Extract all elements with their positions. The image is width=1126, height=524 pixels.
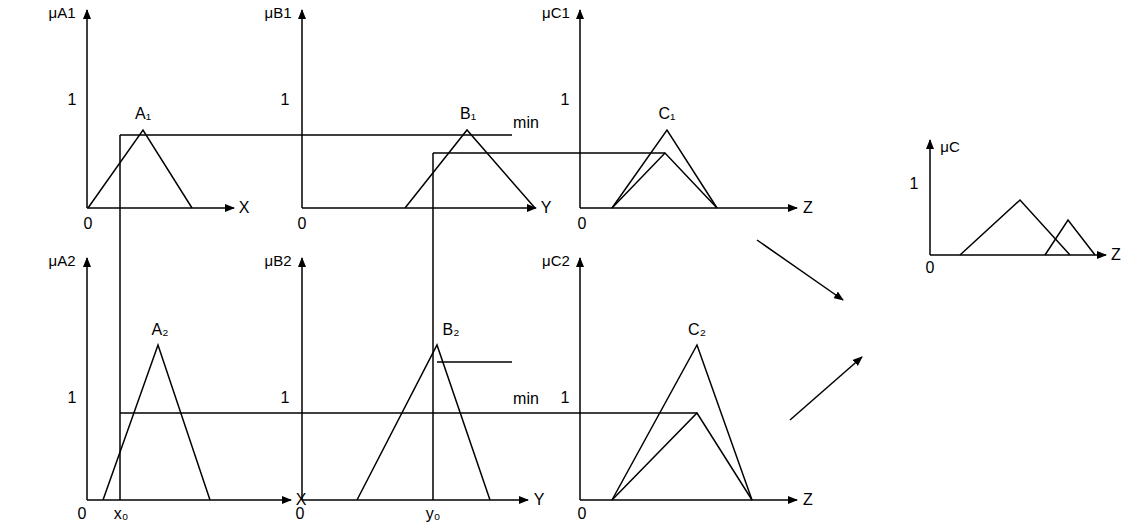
- axis-label: 0: [296, 506, 305, 522]
- axis-label: Y: [541, 200, 552, 216]
- axis-membership-label: μA1: [49, 5, 76, 20]
- axis-label: y₀: [426, 506, 441, 522]
- axis-label: 1: [68, 390, 77, 406]
- axis-membership-label: μC2: [542, 253, 570, 268]
- axis-label: 1: [561, 390, 570, 406]
- axis-membership-label: μA2: [49, 253, 76, 268]
- axis-label: B₁: [460, 106, 476, 122]
- axis-membership-label: μB2: [265, 253, 292, 268]
- axis-label: Z: [803, 200, 813, 216]
- axis-label: A₂: [152, 322, 169, 338]
- axis-label: 1: [68, 92, 77, 108]
- axis-label: 0: [578, 216, 587, 232]
- axis-label: min: [513, 391, 539, 407]
- axis-label: Z: [1111, 247, 1121, 263]
- axis-label: 0: [298, 216, 307, 232]
- axis-label: Z: [803, 492, 813, 508]
- axis-label: 0: [926, 260, 935, 276]
- axis-membership-label: μC: [940, 139, 959, 154]
- axis-label: x₀: [114, 506, 129, 522]
- axis-label: 1: [281, 390, 290, 406]
- axis-label: 1: [561, 92, 570, 108]
- axis-label: 0: [84, 216, 93, 232]
- axis-label: C₁: [659, 106, 676, 122]
- axis-membership-label: μB1: [265, 5, 292, 20]
- axis-label: A₁: [135, 106, 151, 122]
- axis-label: 0: [578, 506, 587, 522]
- axis-membership-label: μC1: [542, 5, 570, 20]
- axis-label: X: [239, 200, 250, 216]
- axis-label: Y: [534, 492, 545, 508]
- axis-label: min: [513, 115, 539, 131]
- axis-label: B₂: [443, 322, 460, 338]
- axis-label: 0: [78, 506, 87, 522]
- axis-label: C₂: [688, 322, 706, 338]
- axis-label: 1: [281, 92, 290, 108]
- axis-label: 1: [910, 176, 919, 192]
